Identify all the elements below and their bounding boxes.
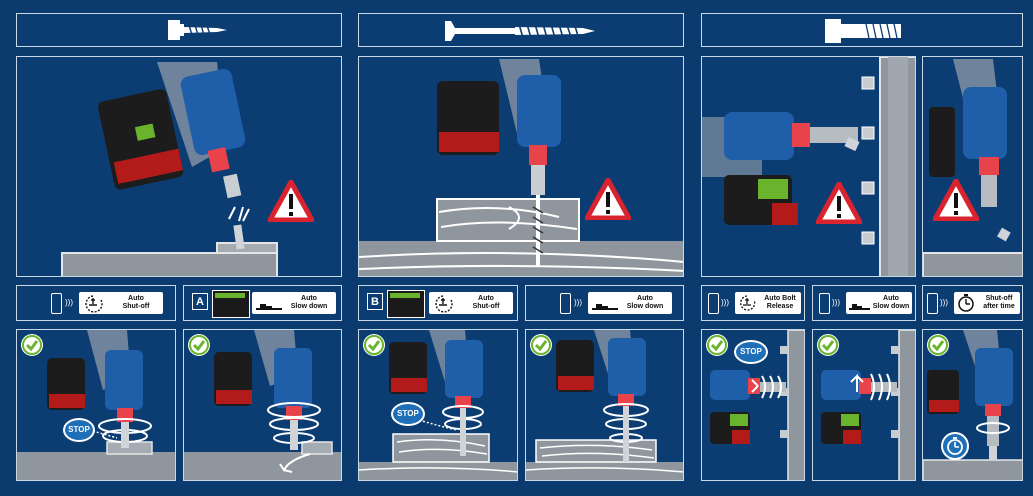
- mode-line2: after time: [983, 303, 1015, 310]
- signal-waves-icon: ))): [721, 298, 729, 307]
- slow-down-icon: [849, 304, 870, 310]
- mode-line2: Shut-off: [122, 303, 150, 310]
- smartphone-icon: [927, 293, 938, 314]
- mode-bar-auto-slowdown-2: ))) Auto Slow down: [525, 285, 684, 321]
- mode-card: Auto Slow down: [252, 292, 336, 314]
- wood-screw-icon: [445, 21, 595, 41]
- check-circle-icon: [530, 334, 552, 356]
- scene-auto-slowdown-2: [525, 329, 684, 481]
- mode-bar-auto-shutoff-b: B Auto Shut-off: [358, 285, 518, 321]
- mode-bar-shutoff-after-time: ))) Shut-off after time: [922, 285, 1023, 321]
- mode-bar-auto-slowdown-a: A Auto Slow down: [183, 285, 342, 321]
- mode-line1: Auto: [637, 295, 653, 302]
- warning-triangle-icon: [268, 180, 314, 222]
- auto-shutoff-icon: [435, 295, 453, 313]
- header-wood-screw: [358, 13, 684, 47]
- scene-auto-shutoff-2: STOP: [358, 329, 518, 481]
- mode-line2: Slow down: [626, 303, 664, 310]
- self-drilling-screw-icon: [168, 20, 227, 40]
- check-circle-icon: [817, 334, 839, 356]
- mode-line1: Auto Bolt: [764, 295, 796, 302]
- stopwatch-icon: [941, 432, 969, 460]
- mode-line2: Slow down: [290, 303, 328, 310]
- mode-bar-auto-bolt-release: ))) Auto Bolt Release: [701, 285, 805, 321]
- scene-bolt-warning-left: [701, 56, 916, 277]
- mode-bar-auto-shutoff-1: ))) Auto Shut-off: [16, 285, 176, 321]
- auto-shutoff-icon: [85, 295, 103, 313]
- mode-letter-b: B: [367, 293, 383, 310]
- mode-letter-a: A: [192, 293, 208, 310]
- auto-shutoff-icon: [740, 295, 756, 311]
- check-circle-icon: [927, 334, 949, 356]
- warning-triangle-icon: [816, 182, 862, 224]
- stopwatch-icon: [958, 294, 974, 312]
- signal-waves-icon: ))): [832, 298, 840, 307]
- smartphone-icon: [51, 293, 62, 314]
- header-self-drilling-screw: [16, 13, 342, 47]
- smartphone-icon: [708, 293, 719, 314]
- mode-line2: Release: [766, 303, 794, 310]
- check-circle-icon: [188, 334, 210, 356]
- mode-card: Auto Slow down: [588, 292, 672, 314]
- mode-bar-auto-slowdown-3: ))) Auto Slow down: [812, 285, 916, 321]
- signal-waves-icon: ))): [574, 298, 582, 307]
- mode-line1: Auto: [301, 295, 317, 302]
- mode-line1: Auto: [128, 295, 144, 302]
- check-circle-icon: [706, 334, 728, 356]
- bolt-icon: [825, 19, 901, 43]
- scene-auto-slowdown-bolt: [812, 329, 916, 481]
- stop-badge: STOP: [63, 418, 95, 442]
- mode-line2: Slow down: [872, 303, 910, 310]
- smartphone-icon: [819, 293, 830, 314]
- smartphone-icon: [560, 293, 571, 314]
- scene-auto-bolt-release: STOP: [701, 329, 805, 481]
- scene-auto-slowdown-1: [183, 329, 342, 481]
- header-bolt: [701, 13, 1023, 47]
- scene-self-drilling-warning: [16, 56, 342, 277]
- mode-line2: Shut-off: [472, 303, 500, 310]
- stop-badge: STOP: [391, 402, 425, 426]
- signal-waves-icon: ))): [65, 298, 73, 307]
- warning-triangle-icon: [585, 178, 631, 220]
- mode-card: Auto Shut-off: [79, 292, 163, 314]
- mode-card: Auto Slow down: [846, 292, 912, 314]
- mode-card: Auto Shut-off: [429, 292, 513, 314]
- mode-card: Shut-off after time: [954, 292, 1020, 314]
- scene-bolt-warning-right: [922, 56, 1023, 277]
- app-screen-icon: [212, 290, 250, 318]
- scene-auto-shutoff-1: STOP: [16, 329, 176, 481]
- check-circle-icon: [363, 334, 385, 356]
- stop-badge: STOP: [734, 340, 768, 364]
- warning-triangle-icon: [933, 179, 979, 221]
- slow-down-icon: [592, 304, 618, 310]
- scene-shutoff-after-time: [922, 329, 1023, 481]
- check-circle-icon: [21, 334, 43, 356]
- mode-line1: Auto: [883, 295, 899, 302]
- scene-wood-screw-warning: [358, 56, 684, 277]
- mode-card: Auto Bolt Release: [735, 292, 801, 314]
- mode-line1: Auto: [478, 295, 494, 302]
- mode-line1: Shut-off: [985, 295, 1013, 302]
- app-screen-icon: [387, 290, 425, 318]
- slow-down-icon: [256, 304, 282, 310]
- signal-waves-icon: ))): [940, 298, 948, 307]
